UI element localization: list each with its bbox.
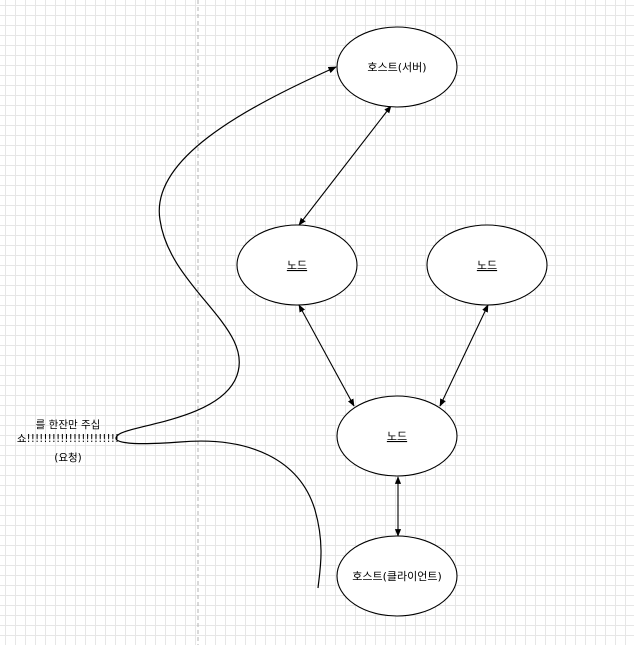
request-note[interactable]: 를 한잔만 주십 쇼!!!!!!!!!!!!!!!!!!!!!! (요청): [17, 419, 119, 464]
edge-server-node-left[interactable]: [298, 105, 392, 226]
node-host-client[interactable]: 호스트(클라이언트): [336, 535, 458, 617]
request-note-line-3: (요청): [54, 452, 82, 464]
node-host-client-label: 호스트(클라이언트): [352, 570, 442, 583]
request-path: [115, 66, 337, 589]
node-right-label: 노드: [477, 259, 497, 272]
request-note-line-1: 를 한잔만 주십: [36, 419, 101, 431]
node-left-label: 노드: [287, 259, 307, 272]
node-center[interactable]: 노드: [336, 395, 458, 477]
node-right[interactable]: 노드: [426, 224, 548, 306]
edge-node-left-node-center[interactable]: [298, 304, 355, 407]
node-host-server-label: 호스트(서버): [367, 61, 426, 74]
node-host-server[interactable]: 호스트(서버): [336, 26, 458, 108]
request-note-line-2: 쇼!!!!!!!!!!!!!!!!!!!!!!: [17, 433, 119, 445]
node-left[interactable]: 노드: [236, 224, 358, 306]
edge-node-right-node-center[interactable]: [439, 304, 489, 407]
node-center-label: 노드: [387, 430, 407, 443]
